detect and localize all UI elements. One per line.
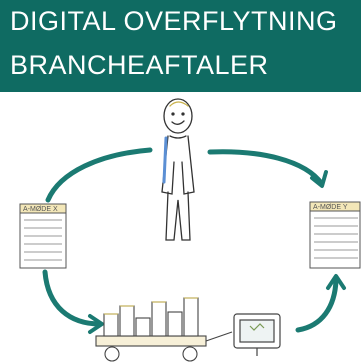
arrow-from-monitor [295,277,339,333]
arrow-to-right-calendar-icon [207,149,325,187]
arrow-to-person [45,147,153,203]
illustration-panel: A-MØDE X A-MØDE Y [0,92,361,362]
page-title-line-2: BRANCHEAFTALER [10,50,269,80]
arrow-to-wagon [42,269,103,327]
person-icon [161,98,195,241]
computer-monitor-icon [233,313,281,356]
arrowhead-icon [310,170,328,188]
document-wagon-icon [95,297,233,362]
arrowhead-icon [326,274,346,290]
left-calendar-icon [19,203,67,269]
left-calendar-label: A-MØDE X [23,206,58,213]
right-calendar-icon [309,201,361,269]
arrowhead-icon [88,314,104,334]
right-calendar-label: A-MØDE Y [313,204,348,211]
page-title-line-1: DIGITAL OVERFLYTNING [10,6,338,36]
transfer-cycle-diagram: A-MØDE X A-MØDE Y [19,98,361,362]
